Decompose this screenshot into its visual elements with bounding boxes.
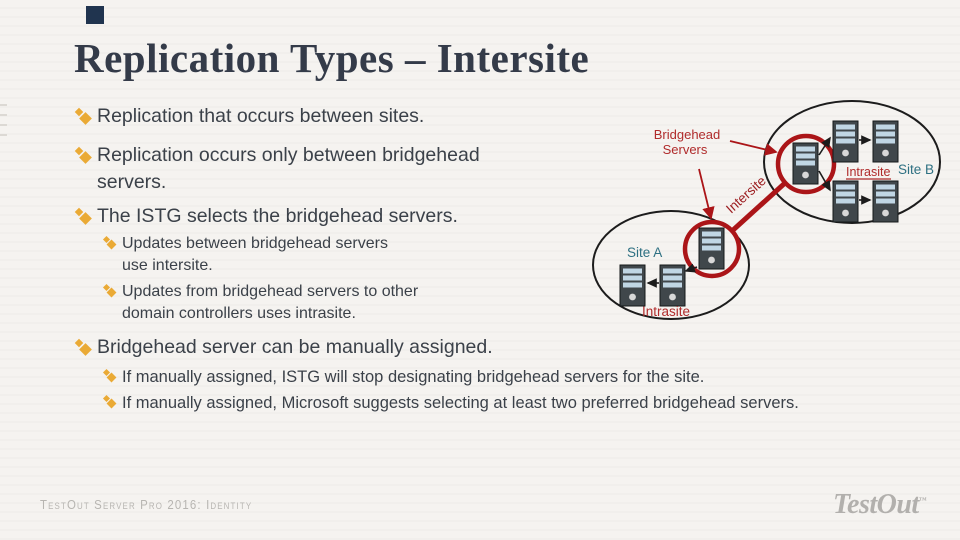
site-a-ellipse: [592, 210, 750, 320]
server-icon: [832, 180, 859, 223]
server-icon: [872, 180, 899, 223]
sub-bullet-item: If manually assigned, Microsoft suggests…: [103, 392, 875, 414]
bullet-text: Updates from bridgehead servers to other…: [122, 283, 419, 322]
footer-course-title: TestOut Server Pro 2016: Identity: [40, 497, 253, 512]
intersite-label: Intersite: [723, 173, 769, 216]
intrasite-arrow: [818, 136, 831, 156]
bullet-text: If manually assigned, Microsoft suggests…: [122, 394, 799, 412]
page-title: Replication Types – Intersite: [74, 35, 590, 81]
edge-mark: [0, 124, 7, 126]
bullet-text: Replication occurs only between bridgehe…: [97, 144, 480, 193]
site-b-intrasite-label: Intrasite: [846, 165, 891, 179]
gold-arrow-bullet-icon: [75, 109, 91, 125]
sub-bullet-item: If manually assigned, ISTG will stop des…: [103, 366, 875, 388]
gold-arrow-bullet-icon: [75, 340, 91, 356]
bridgehead-circle-site-b: [775, 133, 837, 195]
replication-sites-diagram: Bridgehead Servers Intersite Site A Intr…: [592, 100, 941, 320]
server-icon: [619, 264, 646, 307]
site-b-ellipse: [763, 100, 941, 224]
server-icon: [659, 264, 686, 307]
site-b-label: Site B: [898, 162, 934, 177]
testout-logo: TestOut™: [833, 489, 927, 521]
bullet-item: Bridgehead server can be manually assign…: [75, 334, 875, 361]
intrasite-arrow: [818, 170, 831, 192]
edge-mark: [0, 104, 7, 106]
server-icon: [698, 227, 725, 270]
bridgehead-servers-label-line1: Bridgehead: [654, 127, 721, 142]
bridgehead-circle-site-a: [682, 219, 742, 279]
bullet-text: Bridgehead server can be manually assign…: [97, 336, 493, 358]
gold-arrow-bullet-icon: [75, 209, 91, 225]
bullet-list: Replication that occurs between sites. R…: [75, 103, 875, 414]
bullet-text: Replication that occurs between sites.: [97, 105, 425, 127]
bullet-item: Replication that occurs between sites.: [75, 103, 875, 130]
bridgehead-pointer-arrow-b: [729, 140, 778, 156]
bullet-item: The ISTG selects the bridgehead servers.: [75, 203, 875, 230]
trademark-mark: ™: [918, 495, 927, 505]
bullet-text: If manually assigned, ISTG will stop des…: [122, 368, 705, 386]
bridgehead-pointer-arrow-a: [698, 168, 715, 220]
gold-arrow-bullet-icon: [103, 370, 116, 383]
bullet-text: The ISTG selects the bridgehead servers.: [97, 205, 458, 227]
sub-bullet-item: Updates between bridgehead servers use i…: [103, 233, 875, 277]
edge-mark: [0, 134, 7, 136]
corner-accent-square: [86, 6, 104, 24]
gold-arrow-bullet-icon: [75, 148, 91, 164]
server-icon: [792, 142, 819, 185]
bullet-text: Updates between bridgehead servers use i…: [122, 235, 388, 274]
testout-logo-text: TestOut: [833, 489, 919, 520]
edge-mark: [0, 114, 7, 116]
bridgehead-servers-label-line2: Servers: [663, 142, 708, 157]
server-icon: [872, 120, 899, 163]
server-icon: [832, 120, 859, 163]
site-a-intrasite-label: Intrasite: [642, 304, 690, 319]
edge-decoration-marks: [0, 104, 7, 144]
bullet-item: Replication occurs only between bridgehe…: [75, 142, 875, 196]
gold-arrow-bullet-icon: [103, 237, 116, 250]
gold-arrow-bullet-icon: [103, 285, 116, 298]
intersite-link-line: [730, 181, 787, 233]
gold-arrow-bullet-icon: [103, 396, 116, 409]
site-a-label: Site A: [627, 245, 662, 260]
sub-bullet-item: Updates from bridgehead servers to other…: [103, 281, 875, 325]
intrasite-arrow: [684, 263, 698, 273]
